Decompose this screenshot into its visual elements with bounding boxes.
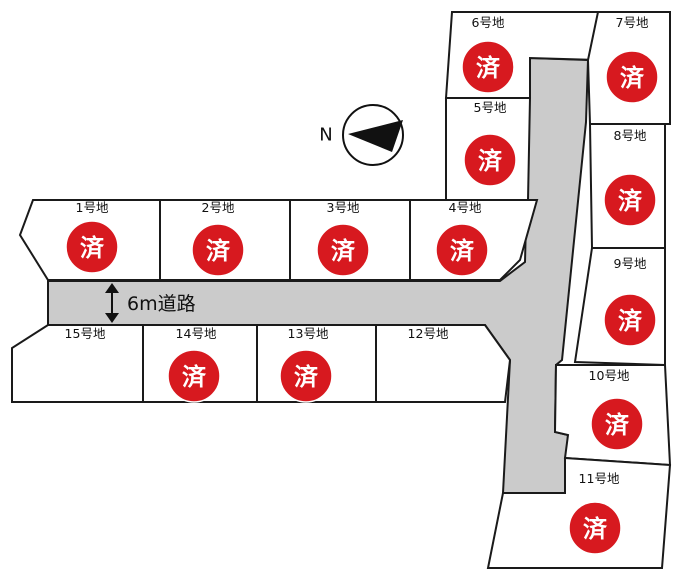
lot-9-sold-text: 済	[618, 307, 643, 335]
lot-6-sold-text: 済	[476, 54, 501, 82]
road-width-annotation: 6m道路	[105, 283, 196, 323]
lot-4-sold-text: 済	[450, 237, 475, 265]
north-label: N	[319, 125, 332, 146]
arrow-down-icon	[105, 313, 119, 323]
arrow-up-icon	[105, 283, 119, 293]
lot-3-label: 3号地	[327, 200, 360, 215]
lot-5-label: 5号地	[474, 100, 507, 115]
lot-13-sold-badge	[279, 349, 333, 403]
lot-14-sold-text: 済	[182, 363, 207, 391]
lot-12-label: 12号地	[408, 326, 449, 341]
lot-annotations: 1号地済2号地済3号地済4号地済5号地済6号地済7号地済8号地済9号地済10号地…	[65, 15, 659, 555]
lot-9-sold-badge	[603, 293, 657, 347]
lot-4-sold-badge	[435, 223, 489, 277]
lot-14-label: 14号地	[176, 326, 217, 341]
north-arrow-icon	[348, 120, 403, 152]
lot-1-sold-text: 済	[80, 234, 105, 262]
lot-5-sold-badge	[463, 133, 517, 187]
lot-1-sold-badge	[65, 220, 119, 274]
compass: N	[319, 104, 404, 166]
lot-6-label: 6号地	[472, 15, 505, 30]
lot-13-label: 13号地	[288, 326, 329, 341]
lot-8-sold-text: 済	[618, 187, 643, 215]
lot-1-label: 1号地	[76, 200, 109, 215]
lot-7-sold-badge	[605, 50, 659, 104]
lot-8-label: 8号地	[614, 128, 647, 143]
lot-11-sold-badge	[568, 501, 622, 555]
lot-4-label: 4号地	[449, 200, 482, 215]
lot-10-label: 10号地	[589, 368, 630, 383]
lot-9-label: 9号地	[614, 256, 647, 271]
lot-3-sold-badge	[316, 223, 370, 277]
lot-14-sold-badge	[167, 349, 221, 403]
lot-5-sold-text: 済	[478, 147, 503, 175]
lot-10-sold-text: 済	[605, 411, 630, 439]
lot-2-label: 2号地	[202, 200, 235, 215]
lot-7-sold-text: 済	[620, 64, 645, 92]
lot-8-sold-badge	[603, 173, 657, 227]
lot-2-sold-text: 済	[206, 237, 231, 265]
lot-15-label: 15号地	[65, 326, 106, 341]
road-width-label: 6m道路	[127, 293, 196, 315]
lot-6-sold-badge	[461, 40, 515, 94]
lot-15[interactable]	[11, 324, 144, 403]
lot-13-sold-text: 済	[294, 363, 319, 391]
lot-10-sold-badge	[590, 397, 644, 451]
lot-7-label: 7号地	[616, 15, 649, 30]
lot-2-sold-badge	[191, 223, 245, 277]
lot-3-sold-text: 済	[331, 237, 356, 265]
lot-11-sold-text: 済	[583, 515, 608, 543]
lot-11-label: 11号地	[579, 471, 620, 486]
